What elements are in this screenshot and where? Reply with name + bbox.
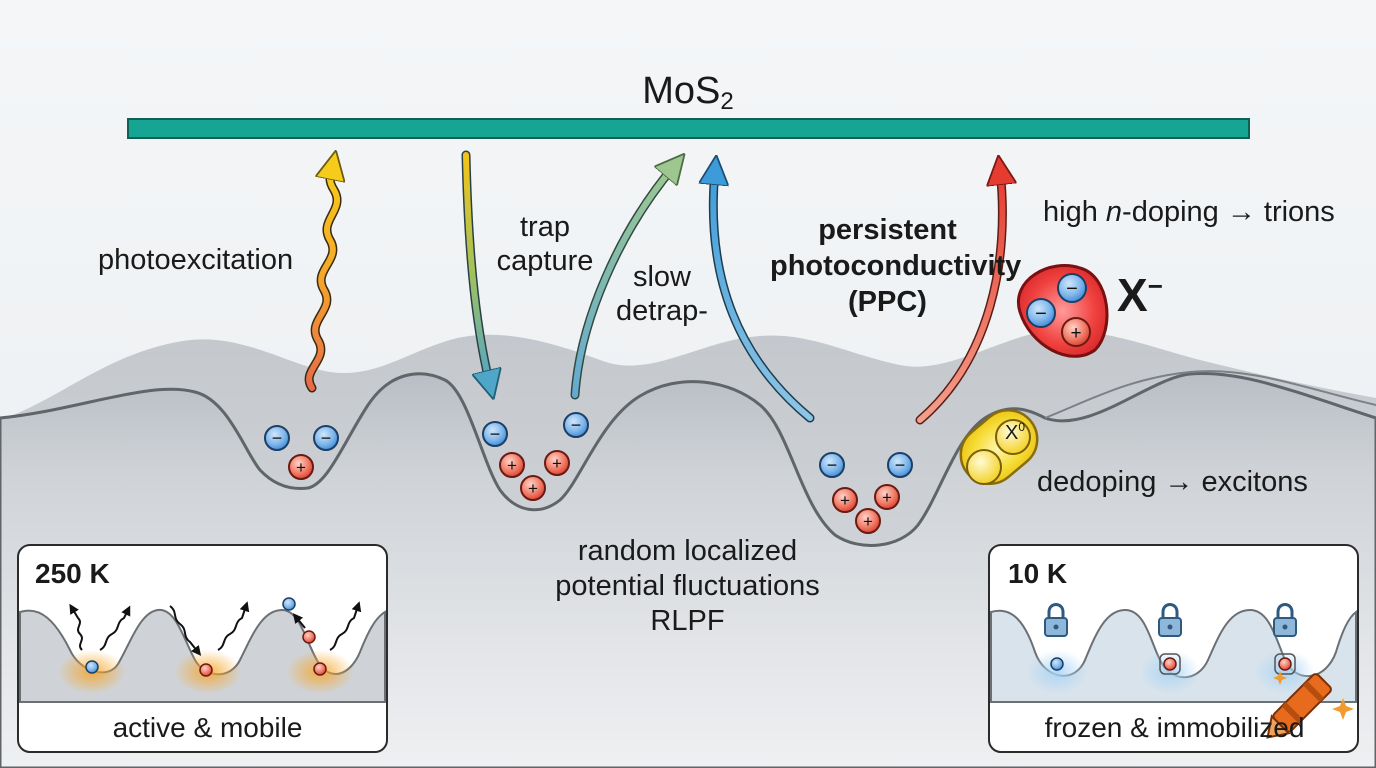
label-high-doping: high n-doping → trions [1043,196,1335,228]
label-exciton-symbol: X0 [1004,420,1026,444]
well-2-charges: − − + + + [482,412,589,501]
electron: − [482,421,508,447]
svg-text:+: + [840,491,850,510]
hole [199,663,213,677]
label-ppc: persistent photoconductivity (PPC) [770,214,1022,318]
svg-text:−: − [827,455,838,475]
svg-text:−: − [321,428,332,448]
svg-text:+: + [882,488,892,507]
svg-text:−: − [1035,303,1047,325]
hole [1163,657,1177,671]
hole: + [544,450,570,476]
lock-icon [1044,603,1068,637]
electron [1050,657,1064,671]
hole [302,630,316,644]
svg-text:+: + [1070,323,1081,344]
hole: + [855,508,881,534]
svg-text:−: − [272,428,283,448]
svg-text:+: + [296,458,306,477]
electron: − [1026,298,1056,328]
svg-text:+: + [507,456,517,475]
trion-icon: − − + [1016,264,1109,358]
svg-text:+: + [863,512,873,531]
photoexcitation-arrow-fill [306,165,337,391]
svg-text:+: + [528,479,538,498]
electron [85,660,99,674]
lock-icon [1273,603,1297,637]
electron: − [819,452,845,478]
electron: − [1057,273,1087,303]
electron: − [313,425,339,451]
electron [282,597,296,611]
electron: − [563,412,589,438]
svg-text:−: − [490,424,501,444]
crayon-icon [1266,671,1354,739]
label-slow-detrap: slow detrap- [616,261,708,327]
diagram-title: MoS2 [642,70,734,115]
label-rlpf: random localized potential fluctuations … [555,535,820,637]
label-photoexcitation: photoexcitation [98,244,294,276]
well-1-charges: − − + [264,425,339,480]
panel-10k-temperature: 10 K [1008,558,1068,589]
label-trion-symbol: X− [1117,269,1163,321]
trap-capture-arrow [463,152,490,385]
slow-detrap-arrow [572,165,675,398]
thermal-arrows [69,601,362,656]
ppc-blue-arrow [713,170,813,421]
hole: + [499,452,525,478]
hole [1278,657,1292,671]
svg-text:−: − [571,415,582,435]
lock-icon [1158,603,1182,637]
svg-text:−: − [895,455,906,475]
ppc-red-arrow [917,170,1002,423]
panel-250k-temperature: 250 K [35,558,110,589]
panel-10k-caption: frozen & immobilized [1044,712,1305,743]
hole: + [1061,317,1091,347]
hole: + [874,484,900,510]
mos2-layer [127,118,1250,139]
electron: − [264,425,290,451]
hole [313,662,327,676]
hole: + [832,487,858,513]
panel-250k-caption: active & mobile [112,712,303,743]
panel-10k [988,544,1359,753]
hole: + [520,475,546,501]
label-trap-capture: trap capture [496,211,594,277]
hole: + [288,454,314,480]
svg-text:+: + [552,454,562,473]
far-ridge-line [1044,370,1376,419]
electron: − [887,452,913,478]
svg-text:−: − [1066,278,1078,300]
exciton-icon [959,409,1039,485]
label-dedoping: dedoping → excitons [1037,466,1308,498]
well-3-charges: − − + + + [819,452,913,534]
panel-250k [17,544,388,753]
